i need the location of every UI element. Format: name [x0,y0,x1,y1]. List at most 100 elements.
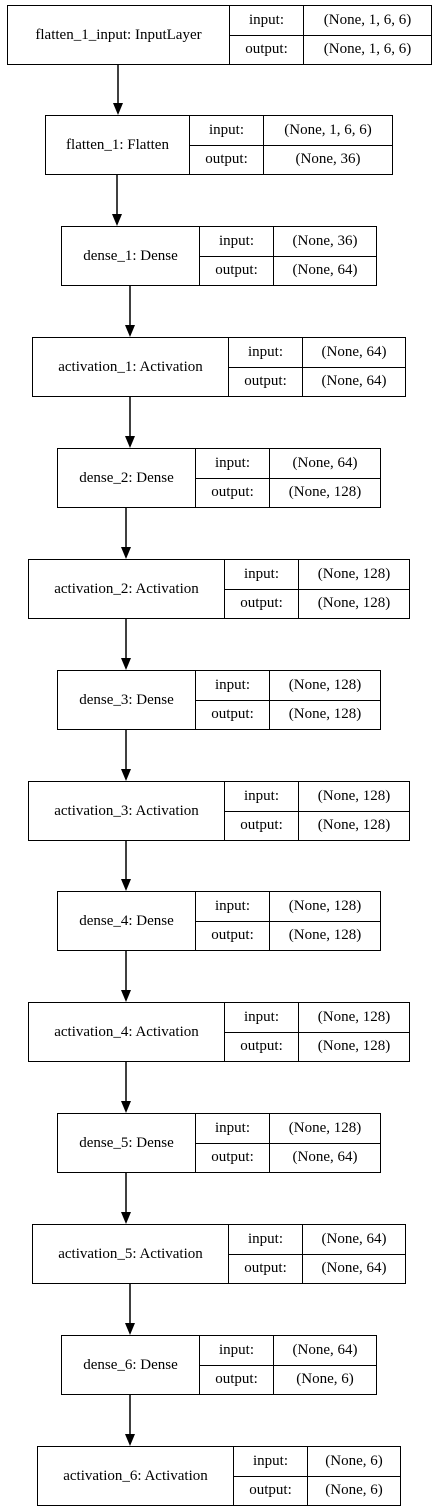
output-row: output: (None, 6) [234,1475,400,1505]
input-shape: (None, 1, 6, 6) [284,121,372,138]
layer-name: activation_4: Activation [29,1003,225,1061]
layer-name: activation_6: Activation [38,1447,234,1505]
input-label: input: [196,892,270,921]
output-label: output: [196,478,270,507]
output-shape: (None, 64) [321,373,387,390]
output-row: output: (None, 64) [229,1253,405,1283]
input-row: input: (None, 6) [234,1447,400,1476]
layer-name: activation_2: Activation [29,560,225,618]
output-row: output:(None, 128) [225,1031,409,1061]
output-label: output: [225,589,299,618]
output-label: output: [225,1032,299,1061]
input-row: input:(None, 128) [196,671,380,700]
output-row: output:(None, 64) [200,255,376,285]
layer-name: dense_4: Dense [58,892,196,950]
input-label: input: [229,1225,303,1254]
output-label: output: [230,35,304,64]
input-row: input: (None, 128) [225,782,409,811]
output-shape: (None, 128) [288,706,362,723]
arrowhead [125,1323,135,1335]
input-label: input: [200,1336,274,1365]
input-label: input: [225,560,299,589]
input-shape: (None, 6) [325,1452,383,1469]
input-shape: (None, 128) [288,676,362,693]
input-shape: (None, 64) [292,1341,358,1358]
output-shape: (None, 128) [317,595,391,612]
arrowhead [121,658,131,670]
output-shape: (None, 64) [292,262,358,279]
input-row: input:(None, 128) [196,1114,380,1143]
output-row: output:(None, 64) [229,366,405,396]
output-row: output:(None, 128) [196,699,380,729]
output-shape: (None, 64) [292,1149,358,1166]
output-row: output: (None, 1, 6, 6) [230,34,431,64]
layer-name: dense_5: Dense [58,1114,196,1172]
input-label: input: [230,6,304,35]
input-row: input:(None, 64) [196,449,380,478]
arrowhead [112,214,122,226]
input-label: input: [200,227,274,256]
output-shape: (None, 36) [295,151,361,168]
layer-name: flatten_1: Flatten [46,116,190,174]
arrowhead [125,325,135,337]
output-label: output: [200,1365,274,1394]
output-shape: (None, 6) [325,1482,383,1499]
input-shape: (None, 128) [317,787,391,804]
input-label: input: [225,782,299,811]
output-label: output: [234,1476,308,1505]
layer-name: activation_3: Activation [29,782,225,840]
input-shape: (None, 36) [292,232,358,249]
arrowhead [121,990,131,1002]
input-row: input: (None, 64) [200,1336,376,1365]
input-row: input:(None, 64) [229,1225,405,1254]
input-label: input: [196,449,270,478]
output-shape: (None, 128) [288,927,362,944]
layer-name: dense_6: Dense [62,1336,200,1394]
output-shape: (None, 1, 6, 6) [323,41,412,58]
output-shape: (None, 128) [317,817,391,834]
input-row: input: (None, 1, 6, 6) [230,6,431,35]
arrowhead [121,769,131,781]
input-shape: (None, 128) [317,565,391,582]
arrowhead [121,879,131,891]
layer-name: activation_1: Activation [33,338,229,396]
output-shape: (None, 64) [321,1260,387,1277]
layer-name: dense_2: Dense [58,449,196,507]
arrowhead [125,436,135,448]
output-row: output:(None, 128) [196,920,380,950]
output-label: output: [229,1254,303,1283]
input-shape: (None, 1, 6, 6) [323,11,412,28]
input-row: input: (None, 128) [225,1003,409,1032]
input-row: input: (None, 128) [225,560,409,589]
output-row: output:(None, 64) [196,1142,380,1172]
input-label: input: [229,338,303,367]
input-label: input: [190,116,264,145]
input-shape: (None, 128) [317,1008,391,1025]
input-label: input: [234,1447,308,1476]
input-shape: (None, 128) [288,1119,362,1136]
input-label: input: [225,1003,299,1032]
arrowhead [121,1101,131,1113]
arrowhead [125,1434,135,1446]
input-shape: (None, 64) [321,343,387,360]
layer-name: flatten_1_input: InputLayer [8,6,230,64]
input-row: input: (None, 1, 6, 6) [190,116,392,145]
output-row: output: (None, 36) [190,144,392,174]
output-row: output:(None, 128) [196,477,380,507]
output-label: output: [190,145,264,174]
arrowhead [121,1212,131,1224]
